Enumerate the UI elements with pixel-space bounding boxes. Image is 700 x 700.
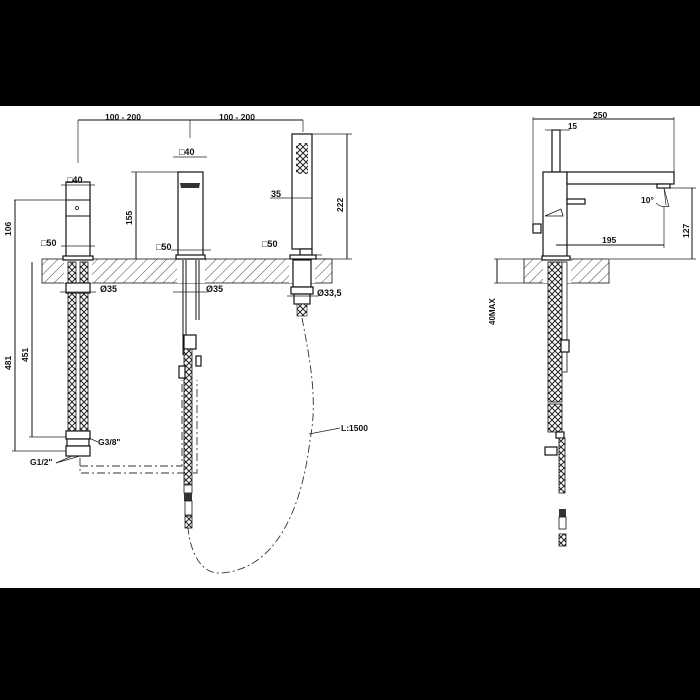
spacing-left-label: 100 - 200 (105, 112, 141, 122)
spout-pipe-diameter: Ø35 (206, 284, 223, 294)
spout-base-size: □50 (156, 242, 171, 252)
valve-thread-large: G1/2" (30, 457, 52, 467)
drawing-sheet (0, 106, 700, 588)
spout-height-label: 155 (124, 211, 134, 225)
hand-shower: □50 35 222 Ø33,5 L:1500 (187, 133, 368, 574)
shower-base-size: □50 (262, 239, 277, 249)
side-height-label: 127 (681, 224, 691, 238)
shower-pipe-diameter: Ø33,5 (317, 288, 342, 298)
valve-handle: □40 □50 106 Ø35 G3/8" G1/2" 481 (3, 175, 120, 467)
total-length-label: 481 (3, 356, 13, 370)
valve-top-size: □40 (67, 175, 82, 185)
top-black-band (0, 0, 700, 106)
valve-height-label: 106 (3, 222, 13, 236)
spout-top-size: □40 (179, 147, 194, 157)
valve-pipe-diameter: Ø35 (100, 284, 117, 294)
shower-nozzle-grid (296, 143, 308, 174)
shower-height-label: 222 (335, 198, 345, 212)
spacing-right-label: 100 - 200 (219, 112, 255, 122)
side-reach-label: 195 (602, 235, 616, 245)
front-view: 100 - 200 100 - 200 □40 □50 106 Ø35 (3, 112, 368, 574)
side-view: 250 15 10° 195 127 40MAX (488, 110, 696, 547)
valve-base-size: □50 (41, 238, 56, 248)
valve-thread-small: G3/8" (98, 437, 120, 447)
deck-thickness-label: 40MAX (488, 298, 497, 325)
bottom-black-band (0, 588, 700, 700)
hose-length-label-l1500: L:1500 (341, 423, 368, 433)
side-projection-label: 250 (593, 110, 607, 120)
spout-angle-label: 10° (641, 195, 654, 205)
spout: □40 □50 155 Ø35 (124, 147, 223, 529)
hose-length-label: 451 (20, 348, 30, 362)
lever-width-label: 15 (568, 122, 577, 131)
spacing-dimension: 100 - 200 100 - 200 (77, 112, 304, 163)
shower-width-label: 35 (271, 189, 281, 199)
